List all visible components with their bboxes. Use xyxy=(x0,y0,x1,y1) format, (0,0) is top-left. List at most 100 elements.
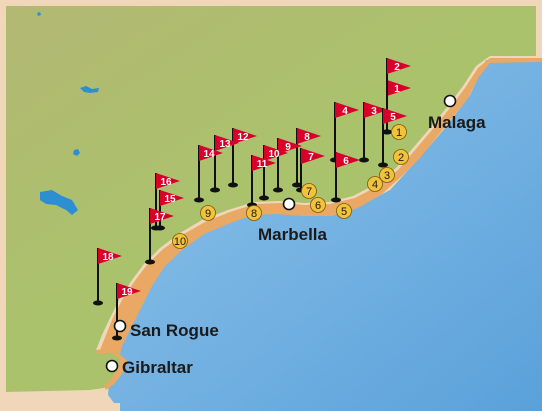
marker-number: 5 xyxy=(341,206,347,218)
flag-hole xyxy=(145,259,155,265)
course-flag: 10 xyxy=(259,145,288,201)
flag-number: 12 xyxy=(237,132,249,143)
marker-number: 10 xyxy=(174,236,186,248)
flag-pennant xyxy=(278,138,302,154)
beach xyxy=(100,58,542,370)
marker-number: 1 xyxy=(396,127,402,139)
marker-circle xyxy=(172,233,188,249)
city-dot xyxy=(282,197,296,211)
flag-number: 7 xyxy=(308,152,314,163)
course-marker: 1 xyxy=(391,124,407,140)
flag-number: 11 xyxy=(257,159,268,170)
flag-hole xyxy=(151,225,161,231)
flag-hole xyxy=(292,182,302,188)
flag-pennant xyxy=(160,190,184,206)
course-marker: 4 xyxy=(367,176,383,192)
course-marker: 9 xyxy=(200,205,216,221)
flag-pennant xyxy=(387,58,411,74)
city-dot xyxy=(443,94,457,108)
marker-number: 6 xyxy=(315,200,321,212)
flag-hole xyxy=(273,187,283,193)
lakes xyxy=(37,12,99,215)
flag-number: 10 xyxy=(268,149,280,160)
flag-hole xyxy=(359,157,369,163)
marker-circle xyxy=(336,203,352,219)
flag-hole xyxy=(194,197,204,203)
course-flag: 6 xyxy=(331,152,360,203)
city-san-rogue: San Rogue xyxy=(113,319,219,340)
city-dot xyxy=(113,319,127,333)
course-flag: 13 xyxy=(210,135,239,193)
marker-number: 8 xyxy=(251,208,257,220)
course-marker: 3 xyxy=(379,167,395,183)
course-flag: 17 xyxy=(145,208,174,265)
flag-pennant xyxy=(387,80,411,96)
course-flag: 9 xyxy=(273,138,302,193)
course-marker: 8 xyxy=(246,205,262,221)
flag-number: 4 xyxy=(342,106,348,117)
flag-hole xyxy=(382,129,392,135)
flag-number: 8 xyxy=(304,132,310,143)
land xyxy=(6,6,536,350)
city-gibraltar: Gibraltar xyxy=(105,358,193,377)
course-marker: 5 xyxy=(336,203,352,219)
flag-pennant xyxy=(199,145,223,161)
marker-number: 7 xyxy=(306,186,312,198)
course-flag: 7 xyxy=(296,148,325,193)
marker-number: 2 xyxy=(398,152,404,164)
flag-number: 6 xyxy=(343,156,349,167)
city-label: Malaga xyxy=(428,113,486,132)
flag-pennant xyxy=(297,128,321,144)
lake xyxy=(37,12,41,16)
course-marker: 10 xyxy=(172,233,188,249)
marker-circle xyxy=(310,197,326,213)
course-flag: 14 xyxy=(194,145,223,203)
flag-hole xyxy=(331,197,341,203)
flag-number: 18 xyxy=(102,252,114,263)
flag-number: 9 xyxy=(285,142,291,153)
flag-hole xyxy=(259,195,269,201)
flag-pennant xyxy=(336,152,360,168)
flag-number: 5 xyxy=(390,112,396,123)
course-marker: 7 xyxy=(301,183,317,199)
city-label: San Rogue xyxy=(130,321,219,340)
course-flag: 11 xyxy=(247,155,276,208)
flag-hole xyxy=(378,162,388,168)
flag-pennant xyxy=(215,135,239,151)
flag-number: 17 xyxy=(154,212,166,223)
city-malaga: Malaga xyxy=(428,94,486,132)
flag-hole xyxy=(112,335,122,341)
course-flag: 8 xyxy=(292,128,321,188)
marker-circle xyxy=(367,176,383,192)
flag-pennant xyxy=(264,145,288,161)
gibraltar-land xyxy=(6,350,125,392)
course-flag: 18 xyxy=(93,248,122,306)
flag-number: 2 xyxy=(394,62,400,73)
flag-pennant xyxy=(301,148,325,164)
flag-pennant xyxy=(233,128,257,144)
flag-pennant xyxy=(98,248,122,264)
course-flag: 5 xyxy=(378,108,407,168)
flag-pennant xyxy=(150,208,174,224)
flag-hole xyxy=(228,182,238,188)
city-dot xyxy=(105,359,119,373)
flag-number: 16 xyxy=(160,177,172,188)
lake xyxy=(73,149,80,156)
city-label: Gibraltar xyxy=(122,358,193,377)
flag-number: 15 xyxy=(164,194,176,205)
flag-number: 19 xyxy=(121,287,133,298)
course-marker: 6 xyxy=(310,197,326,213)
flag-pennant xyxy=(252,155,276,171)
flag-pennant xyxy=(364,102,388,118)
flag-pennant xyxy=(156,173,180,189)
gibraltar-beach xyxy=(96,348,128,390)
course-marker: 2 xyxy=(393,149,409,165)
lake xyxy=(80,86,99,93)
course-flag: 3 xyxy=(359,102,388,163)
marker-circle xyxy=(301,183,317,199)
flag-pennant xyxy=(335,102,359,118)
